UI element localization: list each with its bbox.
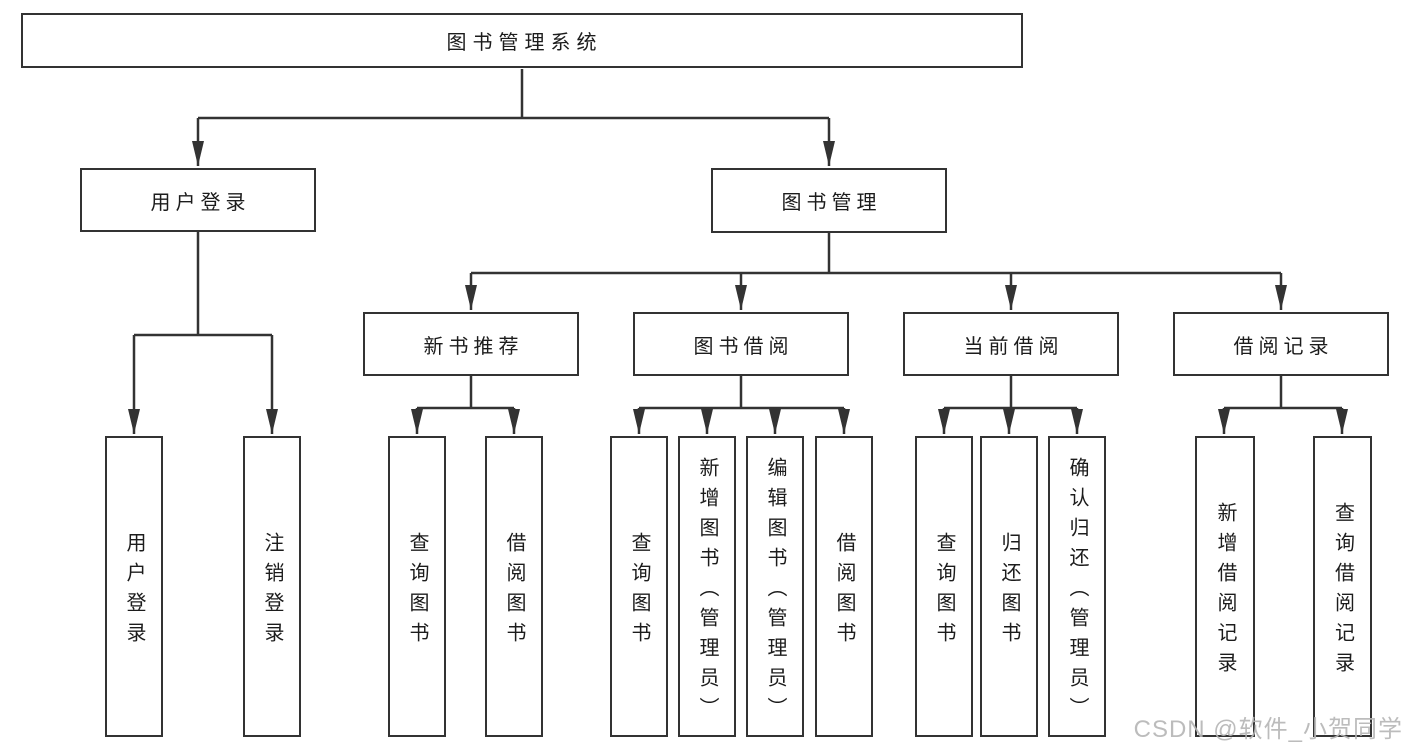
node-label: 归还图书 (998, 531, 1020, 652)
leaf-logout: 注销登录 (243, 436, 301, 737)
node-label: 新书推荐 (423, 335, 524, 358)
node-new-book-recommend: 新书推荐 (363, 312, 579, 376)
leaf-bb-query-books: 查询图书 (610, 436, 668, 737)
node-label: 查询图书 (933, 531, 955, 652)
leaf-br-query-record: 查询借阅记录 (1313, 436, 1372, 737)
node-root-system: 图书管理系统 (21, 13, 1023, 68)
leaf-user-login: 用户登录 (105, 436, 163, 737)
node-label: 借阅图书 (833, 531, 855, 652)
connector-trunks (134, 69, 1342, 410)
node-label: 借阅记录 (1233, 335, 1334, 358)
node-book-management: 图书管理 (711, 168, 947, 233)
node-borrow-records: 借阅记录 (1173, 312, 1389, 376)
leaf-nbr-borrow-books: 借阅图书 (485, 436, 543, 737)
node-label: 确认归还（管理员） (1066, 456, 1088, 727)
leaf-bb-edit-books-admin: 编辑图书（管理员） (746, 436, 804, 737)
node-label: 新增借阅记录 (1214, 501, 1236, 682)
node-label: 借阅图书 (503, 531, 525, 652)
node-label: 图书管理 (781, 192, 882, 214)
leaf-cb-confirm-return-admin: 确认归还（管理员） (1048, 436, 1106, 737)
leaf-bb-add-books-admin: 新增图书（管理员） (678, 436, 736, 737)
leaf-bb-borrow-books: 借阅图书 (815, 436, 873, 737)
node-label: 编辑图书（管理员） (764, 456, 786, 727)
csdn-watermark: CSDN @软件_小贺同学 (1133, 716, 1403, 743)
node-label: 查询借阅记录 (1331, 501, 1354, 682)
node-label: 当前借阅 (963, 335, 1064, 358)
leaf-cb-query-books: 查询图书 (915, 436, 973, 737)
node-label: 用户登录 (123, 531, 145, 652)
node-label: 图书借阅 (693, 335, 794, 358)
node-label: 查询图书 (406, 531, 428, 652)
node-label: 查询图书 (628, 531, 650, 652)
node-label: 注销登录 (261, 531, 283, 652)
node-user-login: 用户登录 (80, 168, 316, 232)
node-book-borrow: 图书借阅 (633, 312, 849, 376)
leaf-cb-return-books: 归还图书 (980, 436, 1038, 737)
node-label: 新增图书（管理员） (696, 456, 718, 727)
node-label: 图书管理系统 (446, 32, 603, 54)
node-label: 用户登录 (150, 191, 251, 214)
leaf-nbr-query-books: 查询图书 (388, 436, 446, 737)
node-current-borrow: 当前借阅 (903, 312, 1119, 376)
leaf-br-add-record: 新增借阅记录 (1195, 436, 1255, 737)
